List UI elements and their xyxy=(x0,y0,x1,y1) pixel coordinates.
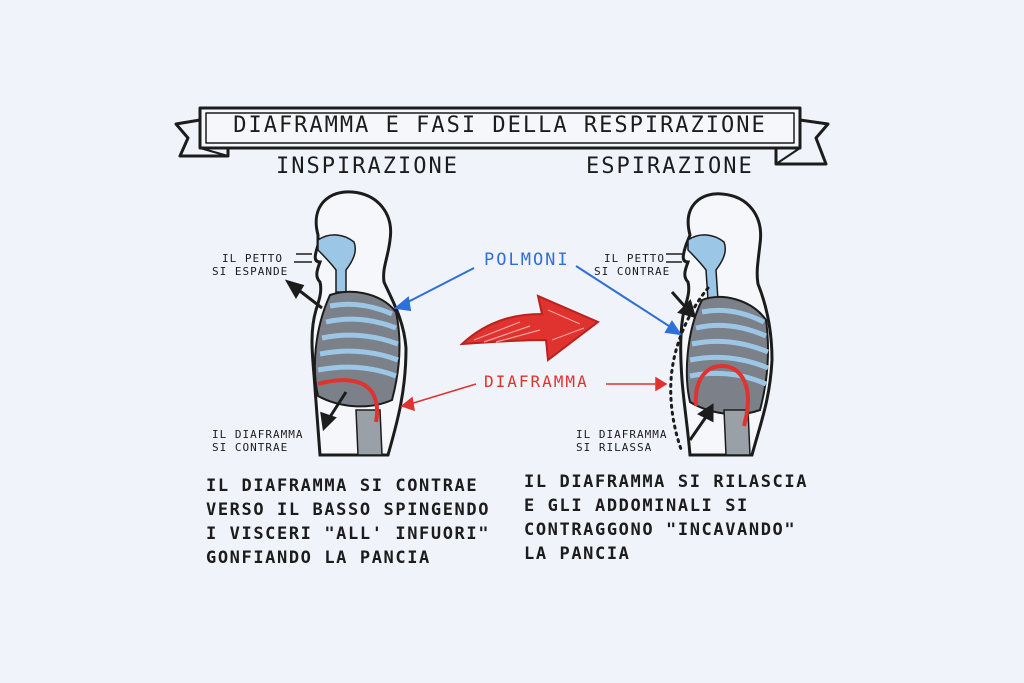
right-chest-note: IL PETTO SI CONTRAE xyxy=(594,252,670,278)
left-diaphragm-note-line-1: IL DIAFRAMMA xyxy=(212,428,304,441)
diaframma-label: DIAFRAMMA xyxy=(484,372,589,391)
transition-arrow xyxy=(459,294,600,362)
left-chest-note-line-1: IL PETTO xyxy=(222,252,283,265)
espirazione-description: IL DIAFRAMMA SI RILASCIA E GLI ADDOMINAL… xyxy=(524,470,808,566)
espirazione-description-line-4: LA PANCIA xyxy=(524,544,631,564)
page-title: DIAFRAMMA E FASI DELLA RESPIRAZIONE xyxy=(233,113,767,138)
espirazione-heading: ESPIRAZIONE xyxy=(586,154,754,179)
inspirazione-description-line-1: IL DIAFRAMMA SI CONTRAE xyxy=(206,476,479,496)
left-ribs xyxy=(317,301,399,379)
left-diaphragm-note-line-2: SI CONTRAE xyxy=(212,441,289,454)
title-ribbon xyxy=(174,106,830,166)
inspirazione-description-line-2: VERSO IL BASSO SPINGENDO xyxy=(206,500,491,520)
espirazione-description-line-3: CONTRAGGONO "INCAVANDO" xyxy=(524,520,797,540)
left-figure xyxy=(284,190,408,457)
right-diaphragm-note: IL DIAFRAMMA SI RILASSA xyxy=(576,428,667,454)
right-chest-note-line-2: SI CONTRAE xyxy=(594,265,671,278)
polmoni-label: POLMONI xyxy=(484,250,570,270)
left-airway xyxy=(317,234,357,293)
inspirazione-description: IL DIAFRAMMA SI CONTRAE VERSO IL BASSO S… xyxy=(206,474,490,570)
right-diaphragm xyxy=(693,363,751,427)
inspirazione-description-line-4: GONFIANDO LA PANCIA xyxy=(206,548,431,568)
right-chest-note-line-1: IL PETTO xyxy=(604,252,665,265)
right-figure xyxy=(666,192,774,457)
polmoni-pointer-arrows xyxy=(393,265,683,336)
right-abdomen-dotted-line xyxy=(669,286,710,454)
inspirazione-heading: INSPIRAZIONE xyxy=(276,154,459,179)
left-chest-note: IL PETTO SI ESPANDE xyxy=(212,252,288,278)
right-airway xyxy=(687,234,727,301)
diaframma-pointer-arrows xyxy=(400,376,668,412)
left-diaphragm xyxy=(317,378,380,423)
right-diaphragm-note-line-2: SI RILASSA xyxy=(576,441,653,454)
right-diaphragm-note-line-1: IL DIAFRAMMA xyxy=(576,428,668,441)
espirazione-description-line-1: IL DIAFRAMMA SI RILASCIA xyxy=(524,472,809,492)
inspirazione-description-line-3: I VISCERI "ALL' INFUORI" xyxy=(206,524,491,544)
left-chest-note-line-2: SI ESPANDE xyxy=(212,265,289,278)
espirazione-description-line-2: E GLI ADDOMINALI SI xyxy=(524,496,749,516)
right-ribs xyxy=(689,307,769,387)
left-diaphragm-note: IL DIAFRAMMA SI CONTRAE xyxy=(212,428,303,454)
